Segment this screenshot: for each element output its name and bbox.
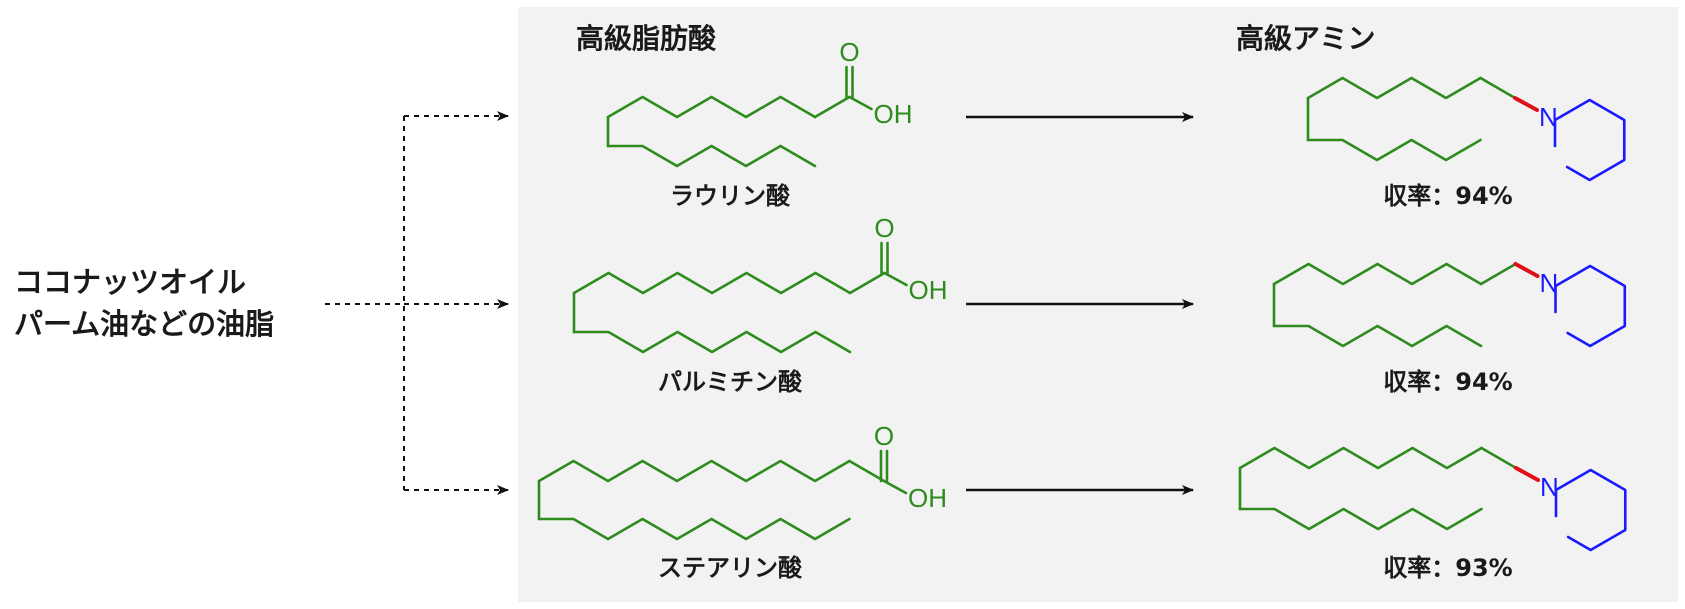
hydroxyl-bond (848, 95, 873, 111)
chain-to-methylene (1479, 76, 1517, 100)
piperidine-ring (1554, 264, 1627, 348)
acid-name-stearic: ステアリン酸 (658, 554, 803, 582)
amine-stearic: N (1238, 446, 1627, 552)
chain-lower (572, 330, 852, 354)
oxygen-atom-label: O (839, 37, 859, 67)
chain-upper (1238, 446, 1483, 470)
piperidine-ring (1553, 98, 1626, 182)
chain-lower (1306, 138, 1482, 162)
hydroxyl-bond (883, 271, 908, 287)
header-fatty-acid: 高級脂肪酸 (576, 22, 717, 55)
acid-name-palmitic: パルミチン酸 (658, 368, 803, 396)
oxygen-atom-label: O (874, 421, 894, 451)
chain-upper (537, 459, 851, 483)
header-amine: 高級アミン (1236, 22, 1375, 55)
new-cn-bond (1513, 262, 1540, 278)
yield-lauric: 収率：94% (1383, 182, 1512, 210)
fatty-acid-structures: O OH O OH O OH (537, 37, 948, 541)
amine-lauric: N (1306, 76, 1626, 182)
hydroxyl-label: OH (874, 99, 913, 129)
fatty-acid-lauric: O OH (606, 37, 913, 168)
reaction-arrows (966, 112, 1194, 495)
source-text-line2: パーム油などの油脂 (14, 307, 274, 341)
carboxyl-carbon-bond (813, 95, 851, 119)
yield-palmitic: 収率：94% (1383, 368, 1512, 396)
new-cn-bond (1513, 96, 1539, 112)
oxygen-atom-label: O (874, 213, 894, 243)
chain-lower (606, 144, 817, 168)
hydroxyl-label: OH (908, 483, 947, 513)
source-branch-connector (325, 111, 509, 495)
hydroxyl-bond (882, 479, 908, 495)
chain-to-methylene (1479, 262, 1517, 286)
carboxyl-carbon-bond (848, 271, 886, 295)
chain-upper (1272, 262, 1483, 286)
chain-upper (1306, 76, 1482, 100)
chain-upper (606, 95, 817, 119)
acid-name-lauric: ラウリン酸 (670, 182, 791, 210)
fatty-acid-palmitic: O OH (572, 213, 948, 354)
chain-lower (1238, 507, 1483, 531)
fatty-acid-stearic: O OH (537, 421, 947, 541)
nitrogen-atom-label: N (1540, 268, 1559, 298)
carboxyl-carbon-bond (848, 459, 886, 483)
nitrogen-atom-label: N (1540, 472, 1559, 502)
chain-upper (572, 271, 852, 295)
amine-structures: N N N (1238, 76, 1627, 552)
source-text-line1: ココナッツオイル (14, 265, 246, 299)
new-cn-bond (1514, 466, 1540, 482)
chain-lower (1272, 324, 1483, 348)
hydroxyl-label: OH (909, 275, 948, 305)
nitrogen-atom-label: N (1539, 102, 1558, 132)
chain-lower (537, 517, 851, 541)
yield-stearic: 収率：93% (1383, 554, 1512, 582)
chain-to-methylene (1480, 446, 1518, 470)
amine-palmitic: N (1272, 262, 1627, 348)
piperidine-ring (1554, 468, 1627, 552)
